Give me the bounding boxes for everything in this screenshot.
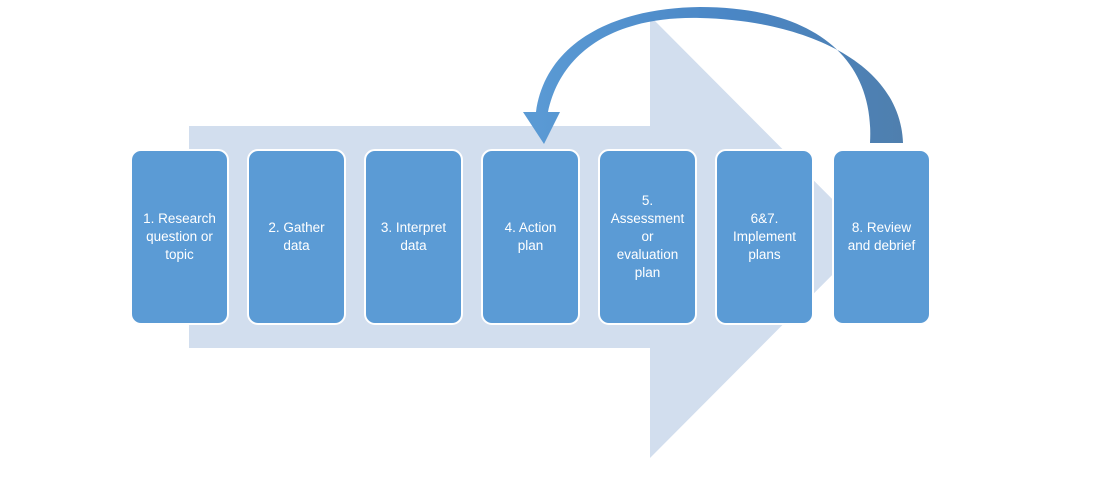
step-label: 3. Interpret data [380,220,447,253]
step-label: 8. Review and debrief [847,220,916,253]
step-label: 5. Assessment or evaluation plan [610,193,685,280]
step-label: 4. Action plan [504,220,557,253]
step-box-4: 4. Action plan [481,149,580,325]
step-box-1: 1. Research question or topic [130,149,229,325]
step-label: 6&7. Implement plans [732,211,797,262]
step-box-3: 3. Interpret data [364,149,463,325]
step-box-6: 6&7. Implement plans [715,149,814,325]
step-box-2: 2. Gather data [247,149,346,325]
step-label: 1. Research question or topic [143,211,216,262]
step-box-5: 5. Assessment or evaluation plan [598,149,697,325]
step-box-7: 8. Review and debrief [832,149,931,325]
step-label: 2. Gather data [268,220,325,253]
